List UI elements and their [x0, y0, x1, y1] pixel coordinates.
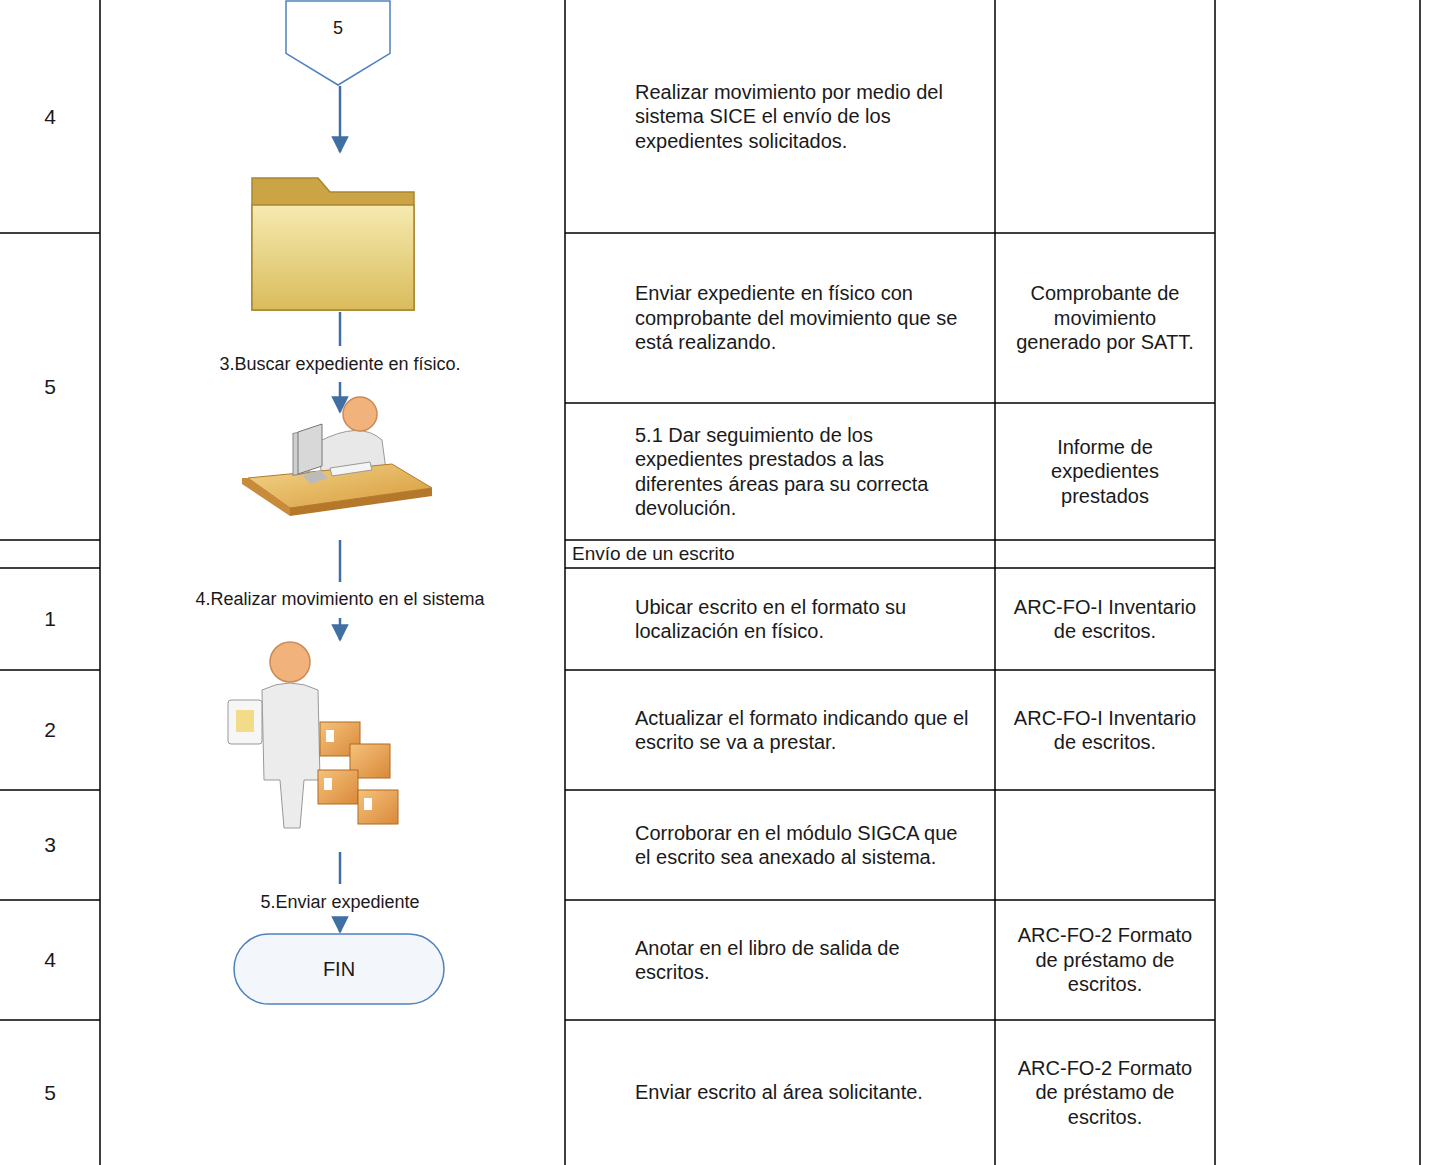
cell-text: ARC-FO-2 Formato de préstamo de escritos… — [1010, 923, 1200, 996]
cell-text: Ubicar escrito en el formato su localiza… — [635, 595, 975, 644]
cell-text: 4 — [44, 947, 56, 973]
cell-text: Enviar expediente en físico con comproba… — [635, 281, 975, 354]
cell-text: 5.Enviar expediente — [260, 892, 419, 914]
step-number: 1 — [0, 568, 100, 670]
pentagon-shape — [286, 1, 390, 85]
table-cell: Anotar en el libro de salida de escritos… — [635, 900, 975, 1020]
cell-text: Enviar escrito al área solicitante. — [635, 1080, 923, 1104]
cell-text: Actualizar el formato indicando que el e… — [635, 706, 975, 755]
table-cell: 5.1 Dar seguimiento de los expedientes p… — [635, 403, 975, 540]
node-text-holder: FIN — [233, 933, 445, 1005]
step-number: 5 — [0, 233, 100, 540]
cell-text: 3 — [44, 832, 56, 858]
cell-text: ARC-FO-I Inventario de escritos. — [1010, 706, 1200, 755]
cell-text: Comprobante de movimiento generado por S… — [1010, 281, 1200, 354]
node-text-holder: 5 — [285, 0, 391, 86]
cell-text: 4 — [44, 104, 56, 130]
flow-caption: 3.Buscar expediente en físico. — [190, 348, 490, 382]
cell-text: 4.Realizar movimiento en el sistema — [195, 589, 484, 611]
cell-text: Realizar movimiento por medio del sistem… — [635, 80, 975, 153]
terminator-shape — [234, 934, 444, 1004]
table-cell: ARC-FO-2 Formato de préstamo de escritos… — [1010, 900, 1200, 1020]
table-cell: Ubicar escrito en el formato su localiza… — [635, 568, 975, 670]
cell-text: Corroborar en el módulo SIGCA que el esc… — [635, 821, 975, 870]
table-cell: Actualizar el formato indicando que el e… — [635, 670, 975, 790]
cell-text: Anotar en el libro de salida de escritos… — [635, 936, 975, 985]
table-cell: Realizar movimiento por medio del sistem… — [635, 0, 975, 233]
node-text: FIN — [323, 958, 355, 981]
flow-caption: 5.Enviar expediente — [190, 886, 490, 920]
table-cell: Enviar escrito al área solicitante. — [635, 1020, 975, 1165]
cell-text: Informe de expedientes prestados — [1010, 435, 1200, 508]
cell-text: 3.Buscar expediente en físico. — [219, 354, 460, 376]
cell-text: 5 — [44, 374, 56, 400]
step-number: 5 — [0, 1020, 100, 1165]
table-cell: Comprobante de movimiento generado por S… — [1010, 233, 1200, 403]
person-at-desk-icon — [242, 397, 432, 516]
terminator: FIN — [233, 933, 445, 1005]
step-number: 3 — [0, 790, 100, 900]
node-outline — [285, 0, 391, 86]
table-cell: Corroborar en el módulo SIGCA que el esc… — [635, 790, 975, 900]
step-number: 2 — [0, 670, 100, 790]
cell-text: 2 — [44, 717, 56, 743]
table-cell: ARC-FO-I Inventario de escritos. — [1010, 670, 1200, 790]
table-cell: ARC-FO-I Inventario de escritos. — [1010, 568, 1200, 670]
cell-text: 5.1 Dar seguimiento de los expedientes p… — [635, 423, 975, 521]
cell-text: ARC-FO-2 Formato de préstamo de escritos… — [1010, 1056, 1200, 1129]
step-number: 4 — [0, 0, 100, 233]
cell-text: 5 — [44, 1080, 56, 1106]
step-number: 4 — [0, 900, 100, 1020]
cell-text: ARC-FO-I Inventario de escritos. — [1010, 595, 1200, 644]
table-cell: ARC-FO-2 Formato de préstamo de escritos… — [1010, 1020, 1200, 1165]
flow-caption: 4.Realizar movimiento en el sistema — [170, 583, 510, 617]
off-page-connector: 5 — [285, 0, 391, 86]
node-text: 5 — [333, 18, 343, 39]
folder-icon — [252, 178, 414, 310]
table-cell: Envío de un escrito — [572, 540, 992, 568]
table-cell: Informe de expedientes prestados — [1010, 403, 1200, 540]
person-with-boxes-icon — [228, 642, 398, 828]
cell-text: Envío de un escrito — [572, 542, 735, 565]
cell-text: 1 — [44, 606, 56, 632]
table-cell: Enviar expediente en físico con comproba… — [635, 233, 975, 403]
